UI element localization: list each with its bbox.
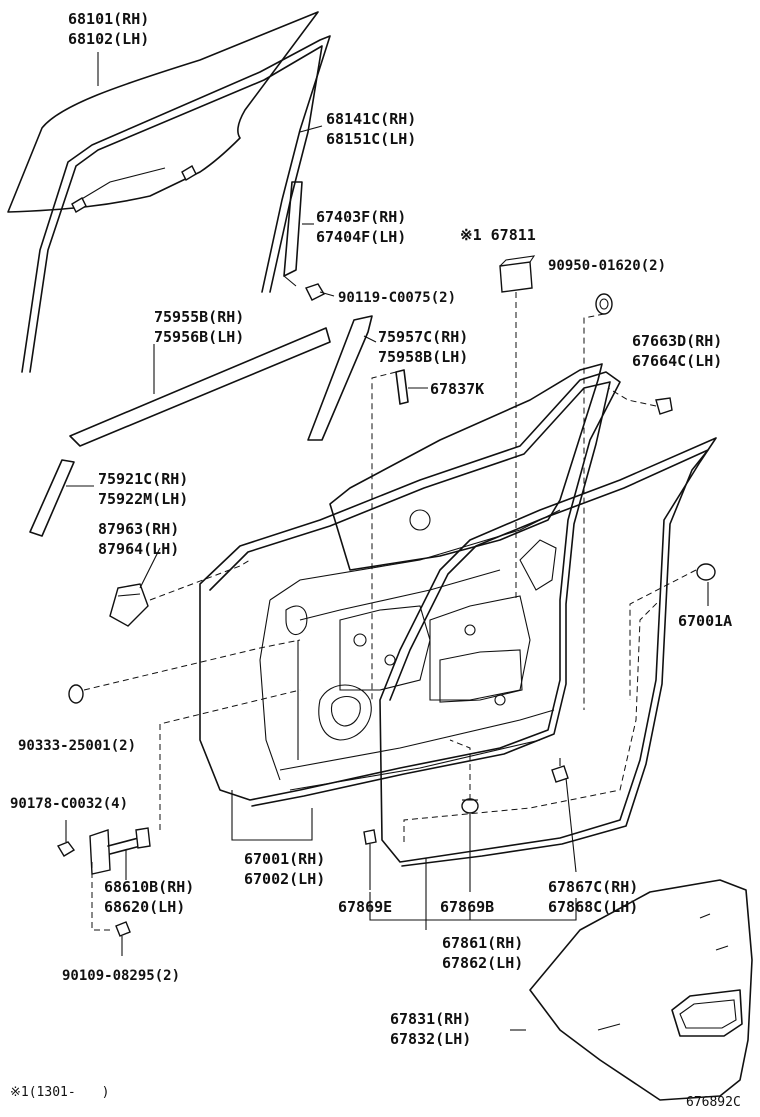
- label-sash-channel-rh: 67403F(RH): [316, 208, 406, 226]
- sash-channel: [283, 181, 303, 287]
- label-service-cover-lh: 67832(LH): [390, 1030, 471, 1048]
- weatherstrip: [379, 437, 717, 867]
- label-door-panel-rh: 67001(RH): [244, 850, 325, 868]
- bolt-90109: [91, 860, 131, 956]
- label-bolt-90119: 90119-C0075(2): [338, 290, 456, 306]
- label-glass-lh: 68102(LH): [68, 30, 149, 48]
- run-channel: [21, 35, 331, 373]
- garnish-front: [29, 459, 75, 537]
- leader-lines: [66, 52, 709, 1031]
- label-grommet: 90950-01620(2): [548, 258, 666, 274]
- label-garnish-front-lh: 75922M(LH): [98, 490, 188, 508]
- clip-67869e: [363, 829, 377, 890]
- label-cover-rh: 67663D(RH): [632, 332, 722, 350]
- door-check: [89, 827, 151, 880]
- clip-67001a: [629, 563, 716, 700]
- label-door-panel-lh: 67002(LH): [244, 870, 325, 888]
- door-panel: [159, 363, 621, 830]
- label-weatherstrip-clip-rh: 67867C(RH): [548, 878, 638, 896]
- weatherstrip-clip: [551, 758, 577, 873]
- label-check-lh: 68620(LH): [104, 898, 185, 916]
- clip-67869b: [449, 739, 479, 892]
- label-service-cover-rh: 67831(RH): [390, 1010, 471, 1028]
- label-67837k: 67837K: [430, 380, 484, 398]
- grommet-90950: [583, 293, 613, 710]
- service-hole-cover: [529, 879, 753, 1101]
- label-garnish-rear-rh: 75957C(RH): [378, 328, 468, 346]
- label-belt-moulding-lh: 75956B(LH): [154, 328, 244, 346]
- label-67869b: 67869B: [440, 898, 494, 916]
- label-weatherstrip-rh: 67861(RH): [442, 934, 523, 952]
- belt-moulding: [69, 327, 331, 447]
- label-check-rh: 68610B(RH): [104, 878, 194, 896]
- mirror-cover: [109, 559, 251, 627]
- label-run-channel-lh: 68151C(LH): [326, 130, 416, 148]
- label-garnish-rear-lh: 75958B(LH): [378, 348, 468, 366]
- garnish-rear: [307, 315, 373, 441]
- label-67869e: 67869E: [338, 898, 392, 916]
- label-sash-channel-lh: 67404F(LH): [316, 228, 406, 246]
- bolt-90119: [305, 283, 335, 301]
- label-cover-lh: 67664C(LH): [632, 352, 722, 370]
- footnote: ※1(1301- ): [10, 1085, 110, 1100]
- nut-90178: [56, 820, 76, 857]
- label-67001a: 67001A: [678, 612, 732, 630]
- label-glass-rh: 68101(RH): [68, 10, 149, 28]
- label-plug: 90333-25001(2): [18, 738, 136, 754]
- label-belt-moulding-rh: 75955B(RH): [154, 308, 244, 326]
- door-glass: [7, 11, 319, 213]
- part-labels: 68101(RH) 68102(LH) 68141C(RH) 68151C(LH…: [10, 10, 741, 1110]
- pad-67811: [499, 255, 536, 600]
- part-67837k: [371, 369, 409, 700]
- label-nut: 90178-C0032(4): [10, 796, 128, 812]
- label-67811: ※1 67811: [460, 226, 536, 244]
- label-weatherstrip-lh: 67862(LH): [442, 954, 523, 972]
- label-run-channel-rh: 68141C(RH): [326, 110, 416, 128]
- label-mirror-cover-lh: 87964(LH): [98, 540, 179, 558]
- label-weatherstrip-clip-lh: 67868C(LH): [548, 898, 638, 916]
- figure-code: 676892C: [686, 1095, 741, 1110]
- label-bolt-90109: 90109-08295(2): [62, 968, 180, 984]
- plug-90333: [68, 639, 301, 704]
- label-garnish-front-rh: 75921C(RH): [98, 470, 188, 488]
- cover-67663: [607, 387, 673, 415]
- label-mirror-cover-rh: 87963(RH): [98, 520, 179, 538]
